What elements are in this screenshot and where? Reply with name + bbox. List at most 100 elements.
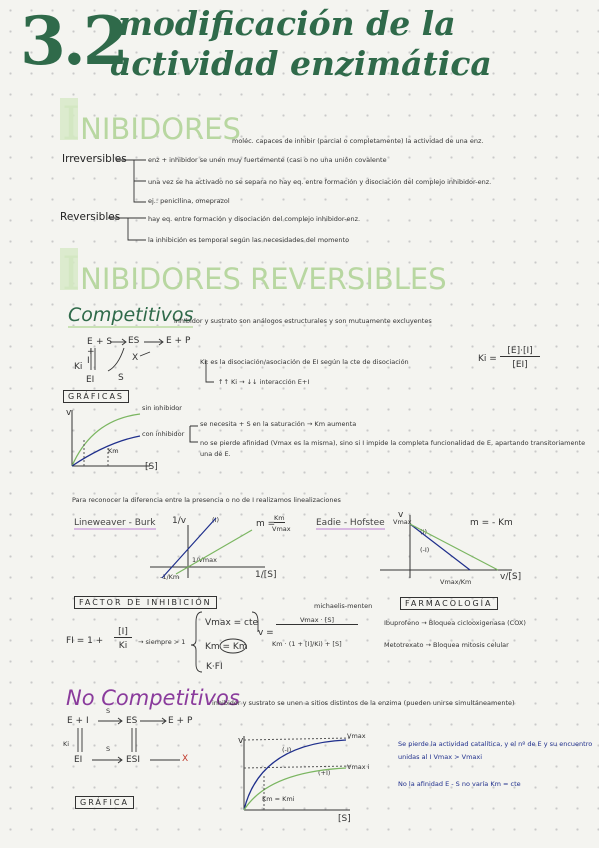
competitivos-graph xyxy=(71,410,198,467)
lb-slope-num: Km xyxy=(274,514,285,523)
nc-scheme-ei-top: E + I xyxy=(67,716,89,726)
nc-note-2: No la afinidad E - S no varía Km = cte xyxy=(398,780,521,788)
eh-no-inhibitor-label: (-I) xyxy=(420,546,430,554)
reversibles-note-1: hay eq. entre formación y disociación de… xyxy=(148,215,361,223)
graph-s-axis: [S] xyxy=(145,462,158,472)
nc-scheme-s-top: S xyxy=(106,707,111,715)
scheme-plus-s: + S xyxy=(96,337,113,347)
competitivos-scheme-arrows xyxy=(90,338,214,383)
eh-x-intercept: Vmax/Km xyxy=(440,578,472,586)
competitivos-description: inhibidor y sustrato son análogos estruc… xyxy=(174,317,432,325)
no-competitivos-description: inhibidor y sustrato se unen a sitios di… xyxy=(212,699,515,707)
irreversibles-label: Irreversibles xyxy=(62,153,127,165)
eh-vmax: Vmax xyxy=(393,518,412,526)
scheme-ki: Ki xyxy=(74,362,83,372)
scheme-x: X xyxy=(132,353,139,363)
eh-inhibitor-label: (I) xyxy=(420,528,427,536)
scheme-ep: E + P xyxy=(166,336,191,346)
mm-num: Vmax · [S] xyxy=(276,616,358,625)
inhibidores-definition: moléc. capaces de inhibir (parcial o com… xyxy=(232,137,484,145)
irreversibles-note-3: ej.: penicilina, omeprazol xyxy=(148,197,230,205)
mm-label: michaelis-menten xyxy=(314,602,373,610)
ki-equation: Ki = xyxy=(478,354,497,364)
mm-v: v = xyxy=(258,628,274,638)
eh-slope: m = - Km xyxy=(470,518,513,528)
nc-graph-km: Km = Kmi xyxy=(262,795,295,803)
lineweaver-burk-title: Lineweaver - Burk xyxy=(74,518,156,530)
nc-scheme-ki: Ki xyxy=(63,740,70,748)
brace-vmax: Vmax = cte xyxy=(205,618,259,628)
brace-kfi: K·FI xyxy=(206,662,223,672)
factor-brace xyxy=(190,611,259,673)
nc-graph-s: [S] xyxy=(338,814,351,824)
graph-v-axis: v xyxy=(66,408,72,418)
scheme-es: ES xyxy=(128,336,140,346)
ki-numerator: [E]·[I] xyxy=(500,346,540,357)
lineweaver-burk-plot xyxy=(150,517,265,579)
graficas-label: GRÁFICAS xyxy=(63,390,130,403)
ki-note: Ki: es la disociación/asociación de EI s… xyxy=(200,358,409,366)
heading-highlight xyxy=(60,248,78,290)
eadie-hofstee-plot xyxy=(380,515,512,578)
factor-note: → siempre > 1 xyxy=(138,638,186,646)
nc-graph-v: v xyxy=(238,736,244,746)
nc-scheme-ei: EI xyxy=(74,755,83,765)
eh-x-axis: v/[S] xyxy=(500,572,522,582)
section-number: 3.2 xyxy=(20,2,129,80)
eh-v-axis: v xyxy=(398,510,404,520)
irreversibles-note-1: enz + inhibidor se unen muy fuertemente … xyxy=(148,156,387,164)
farmacologia-item-2: Metotrexato → Bloquea mitosis celular xyxy=(384,641,509,649)
scheme-ei: EI xyxy=(86,375,95,385)
nc-graph xyxy=(243,736,351,811)
lb-slope-den: Vmax xyxy=(272,525,291,533)
irreversibles-branches xyxy=(108,159,146,241)
nc-scheme-esi: ESI xyxy=(126,755,141,765)
nc-scheme-es-top: ES xyxy=(126,716,138,726)
factor-den: Ki xyxy=(118,641,128,651)
graph-km: Km xyxy=(108,447,119,455)
lb-y-axis: 1/v xyxy=(172,516,187,526)
linealizaciones-intro: Para reconocer la diferencia entre la pr… xyxy=(72,496,341,504)
lb-slope-m: m = xyxy=(256,519,276,529)
heading-rest: NIBIDORES REVERSIBLES xyxy=(80,262,447,296)
ki-consequence: ↑↑ Ki → ↓↓ interacción E+I xyxy=(218,378,310,386)
nc-scheme-x: X xyxy=(182,754,189,764)
heading-highlight xyxy=(60,98,78,140)
factor-num: [I] xyxy=(114,627,132,638)
lb-x-axis: 1/[S] xyxy=(255,570,277,580)
lb-inhibitor-label: (I) xyxy=(212,516,219,524)
farmacologia-label: FARMACOLOGÍA xyxy=(400,597,498,610)
brace-km: Km = Km xyxy=(205,642,248,652)
scheme-s: S xyxy=(118,373,124,383)
graph-note-2: no se pierde afinidad (Vmax es la misma)… xyxy=(200,439,586,458)
grafica-label: GRÁFICA xyxy=(75,796,134,809)
factor-equation: FI = 1 + xyxy=(66,636,104,646)
nc-graph-vmaxi: Vmax i xyxy=(347,763,370,771)
nc-scheme-arrows xyxy=(77,717,180,764)
scheme-e: E xyxy=(87,337,93,347)
competitivos-title: Competitivos xyxy=(68,304,194,328)
ki-denominator: [EI] xyxy=(512,360,528,370)
heading-rest: NIBIDORES xyxy=(80,112,241,146)
reversibles-note-2: la inhibición es temporal según las nece… xyxy=(148,236,350,244)
scheme-i: I xyxy=(87,356,90,366)
page-title-line2: actividad enzimática xyxy=(110,44,492,83)
no-competitivos-title: No Competitivos xyxy=(66,686,240,710)
nc-graph-no-inhibitor: (-I) xyxy=(282,746,292,754)
lb-y-intercept: 1/Vmax xyxy=(192,556,217,564)
page-title-line1: modificación de la xyxy=(118,4,456,43)
graph-sin-inhibidor: sin inhibidor xyxy=(142,404,182,412)
nc-graph-inhibitor: (+I) xyxy=(318,769,331,777)
nc-scheme-ep: E + P xyxy=(168,716,193,726)
graph-note-1: se necesita + S en la saturación → Km au… xyxy=(200,420,357,428)
farmacologia-item-1: Ibuprofeno → Bloquea ciclooxigenasa (COX… xyxy=(384,619,526,627)
nc-note-1: Se pierde la actividad catalítica, y el … xyxy=(398,740,593,761)
nc-graph-vmax: Vmax xyxy=(347,732,366,740)
eadie-hofstee-title: Eadie - Hofstee xyxy=(316,518,385,530)
mm-den: Km · (1 + [I]/Ki) + [S] xyxy=(272,640,342,648)
irreversibles-note-2: una vez se ha activado no se separa no h… xyxy=(148,178,492,186)
graph-con-inhibidor: con inhibidor xyxy=(142,430,185,438)
factor-inhibicion-label: FACTOR DE INHIBICIÓN xyxy=(74,596,217,609)
nc-scheme-s-bottom: S xyxy=(106,745,111,753)
